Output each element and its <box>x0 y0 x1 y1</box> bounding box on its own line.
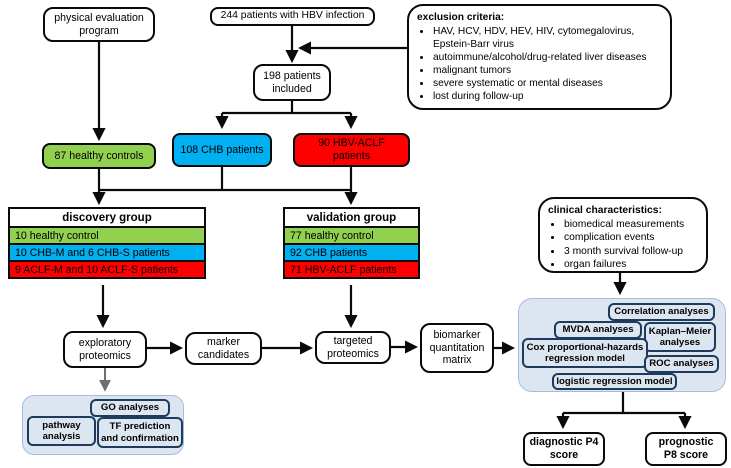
validation-row-aclf: 71 HBV-ACLF patients <box>283 260 420 279</box>
hbv-aclf-patients-box: 90 HBV-ACLF patients <box>293 133 410 167</box>
mvda-analyses-label: MVDA analyses <box>562 324 634 336</box>
patients-198-label: 198 patients included <box>263 69 321 95</box>
clinical-characteristics-list: biomedical measurements complication eve… <box>548 218 698 271</box>
prognostic-p8-score-box: prognostic P8 score <box>645 432 727 466</box>
exclusion-item: autoimmune/alcohol/drug-related liver di… <box>432 51 662 64</box>
kaplan-meier-analyses-label: Kaplan–Meier analyses <box>648 325 712 348</box>
logistic-regression-label: logistic regression model <box>556 375 673 387</box>
targeted-proteomics-box: targeted proteomics <box>315 331 391 364</box>
prognostic-p8-score-label: prognostic P8 score <box>658 436 714 461</box>
logistic-regression-box: logistic regression model <box>552 373 677 390</box>
go-analyses-box: GO analyses <box>90 399 170 417</box>
marker-candidates-label: marker candidates <box>197 335 250 361</box>
kaplan-meier-analyses-box: Kaplan–Meier analyses <box>644 322 716 352</box>
validation-group-header: validation group <box>283 207 420 228</box>
discovery-row-healthy-label: 10 healthy control <box>15 229 99 242</box>
exclusion-item: HAV, HCV, HDV, HEV, HIV, cytomegalovirus… <box>432 25 662 51</box>
diagnostic-p4-score-box: diagnostic P4 score <box>523 432 605 466</box>
cox-regression-box: Cox proportional-hazards regression mode… <box>522 338 648 368</box>
discovery-row-chb-label: 10 CHB-M and 6 CHB-S patients <box>15 246 170 259</box>
tf-prediction-box: TF prediction and confirmation <box>97 417 183 448</box>
clinical-item: biomedical measurements <box>563 218 698 231</box>
biomarker-quantitation-matrix-box: biomarker quantitation matrix <box>420 323 494 373</box>
marker-candidates-box: marker candidates <box>185 332 262 365</box>
patients-244-label: 244 patients with HBV infection <box>220 10 365 22</box>
exploratory-proteomics-label: exploratory proteomics <box>78 336 132 362</box>
validation-row-chb: 92 CHB patients <box>283 243 420 262</box>
healthy-controls-box: 87 healthy controls <box>42 143 156 169</box>
diagnostic-p4-score-label: diagnostic P4 score <box>529 436 599 461</box>
hbv-aclf-patients-label: 90 HBV-ACLF patients <box>318 137 385 162</box>
validation-row-chb-label: 92 CHB patients <box>290 246 368 259</box>
exclusion-item: malignant tumors <box>432 64 662 77</box>
correlation-analyses-box: Correlation analyses <box>608 303 715 321</box>
patients-198-box: 198 patients included <box>253 64 331 101</box>
discovery-group-table: discovery group 10 healthy control 10 CH… <box>8 207 206 279</box>
exploratory-proteomics-box: exploratory proteomics <box>63 331 147 368</box>
clinical-item: 3 month survival follow-up <box>563 245 698 258</box>
mvda-analyses-box: MVDA analyses <box>554 321 642 339</box>
pathway-analysis-box: pathway analysis <box>27 416 96 446</box>
clinical-item: organ failures <box>563 258 698 271</box>
roc-analyses-box: ROC analyses <box>644 355 719 373</box>
exclusion-criteria-box: exclusion criteria: HAV, HCV, HDV, HEV, … <box>407 4 672 110</box>
validation-group-table: validation group 77 healthy control 92 C… <box>283 207 420 279</box>
cox-regression-label: Cox proportional-hazards regression mode… <box>526 341 644 364</box>
patients-244-box: 244 patients with HBV infection <box>210 7 375 26</box>
healthy-controls-label: 87 healthy controls <box>54 149 144 162</box>
clinical-characteristics-box: clinical characteristics: biomedical mea… <box>538 197 708 273</box>
discovery-group-title: discovery group <box>62 211 152 224</box>
discovery-row-aclf-label: 9 ACLF-M and 10 ACLF-S patients <box>15 263 179 276</box>
validation-group-title: validation group <box>306 211 397 224</box>
physical-evaluation-program-box: physical evaluation program <box>43 7 155 42</box>
exclusion-criteria-list: HAV, HCV, HDV, HEV, HIV, cytomegalovirus… <box>417 25 662 103</box>
chb-patients-label: 108 CHB patients <box>180 143 264 156</box>
pathway-analysis-label: pathway analysis <box>42 419 81 442</box>
discovery-row-aclf: 9 ACLF-M and 10 ACLF-S patients <box>8 260 206 279</box>
tf-prediction-label: TF prediction and confirmation <box>101 421 179 444</box>
biomarker-quantitation-matrix-label: biomarker quantitation matrix <box>429 328 485 367</box>
validation-row-aclf-label: 71 HBV-ACLF patients <box>290 263 397 276</box>
roc-analyses-label: ROC analyses <box>649 358 714 370</box>
targeted-proteomics-label: targeted proteomics <box>327 334 379 360</box>
chb-patients-box: 108 CHB patients <box>172 133 272 167</box>
exclusion-item: lost during follow-up <box>432 90 662 103</box>
validation-row-healthy-label: 77 healthy control <box>290 229 374 242</box>
physical-evaluation-program-label: physical evaluation program <box>54 11 144 37</box>
clinical-characteristics-title: clinical characteristics: <box>548 205 662 216</box>
exclusion-item: severe systematic or mental diseases <box>432 77 662 90</box>
go-analyses-label: GO analyses <box>100 402 160 414</box>
correlation-analyses-label: Correlation analyses <box>614 306 709 318</box>
discovery-group-header: discovery group <box>8 207 206 228</box>
clinical-item: complication events <box>563 231 698 244</box>
exclusion-criteria-title: exclusion criteria: <box>417 12 505 23</box>
